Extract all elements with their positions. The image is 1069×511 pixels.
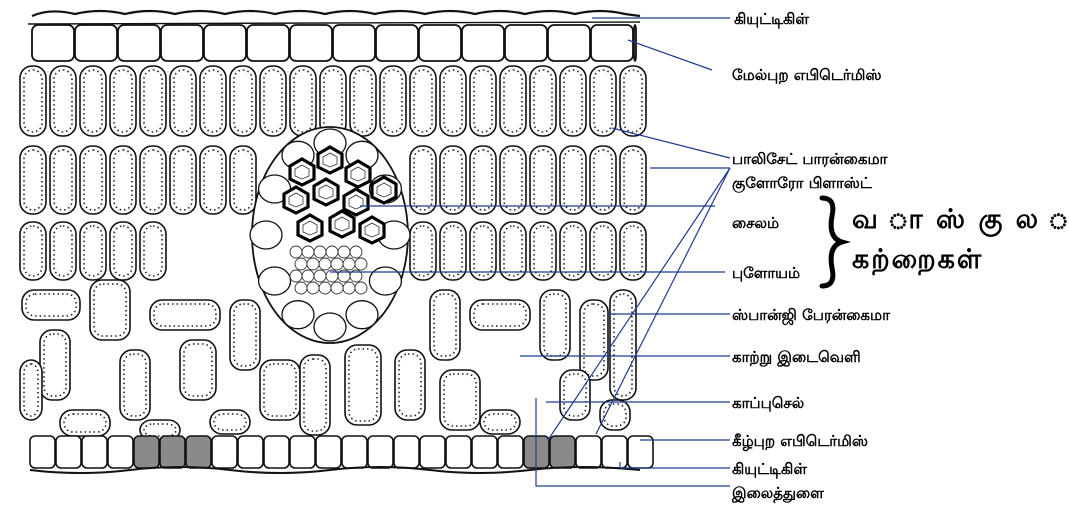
- lower-epidermis-cell: [316, 436, 341, 468]
- lower-epidermis-cell: [212, 436, 237, 468]
- lower-epidermis-cell: [576, 436, 601, 468]
- label-phloem: புளோயம்: [732, 264, 800, 282]
- label-upper-epidermis: மேல்புற எபிடெர்மிஸ்: [732, 66, 881, 84]
- cell: [180, 340, 216, 400]
- phloem-cell: [338, 246, 350, 258]
- label-lower-epidermis: கீழ்புற எபிடெர்மிஸ்: [732, 432, 868, 451]
- label-air-space: காற்று இடைவெளி: [732, 348, 861, 367]
- cell: [20, 360, 42, 420]
- guard-cell: [186, 436, 211, 468]
- epidermis-cell: [161, 25, 203, 61]
- label-cuticle-top: கியுட்டிகிள்: [734, 10, 809, 28]
- epidermis-cell: [32, 25, 74, 61]
- lower-epidermis-cell: [56, 436, 81, 468]
- lower-epidermis-cell: [368, 436, 393, 468]
- cell: [440, 370, 480, 430]
- phloem-cell: [295, 282, 307, 294]
- cell: [345, 345, 381, 425]
- lower-epidermis-cells: [30, 436, 653, 468]
- label-chloroplast: குளோரோ பிளாஸ்ட்: [732, 174, 873, 193]
- phloem-cell: [331, 258, 343, 270]
- epidermis-cell: [548, 25, 590, 61]
- label-palisade: பாலிசேட் பாரன்கைமா: [732, 150, 889, 168]
- phloem-cell: [314, 270, 326, 282]
- label-guard-cell: காப்புசெல்: [732, 394, 804, 412]
- epidermis-cell: [505, 25, 547, 61]
- label-spongy: ஸ்பான்ஜி பேரன்கைமா: [732, 306, 891, 325]
- guard-cell: [160, 436, 185, 468]
- phloem-cell: [355, 258, 367, 270]
- cell: [90, 280, 130, 340]
- phloem-cell: [350, 246, 362, 258]
- epidermis-cell: [290, 25, 332, 61]
- phloem-cell: [343, 258, 355, 270]
- phloem-cell: [302, 246, 314, 258]
- epidermis-cell: [118, 25, 160, 61]
- vascular-bundle-brace: [822, 198, 842, 286]
- lower-epidermis-cell: [420, 436, 445, 468]
- lower-epidermis-cell: [446, 436, 471, 468]
- lower-epidermis-cell: [290, 436, 315, 468]
- sheath-cell: [282, 301, 314, 329]
- phloem-cell: [326, 246, 338, 258]
- label-cuticle-bottom: கியுட்டிகிள்: [732, 460, 807, 478]
- lower-epidermis-cell: [82, 436, 107, 468]
- epidermis-cell: [376, 25, 418, 61]
- lower-epidermis-cell: [394, 436, 419, 468]
- phloem-cell: [307, 258, 319, 270]
- epidermis-cell: [419, 25, 461, 61]
- phloem-cell: [290, 270, 302, 282]
- phloem-cell: [290, 246, 302, 258]
- phloem-cell: [331, 282, 343, 294]
- epidermis-cell: [591, 25, 633, 61]
- sheath-cell: [314, 313, 346, 341]
- label-xylem: சைலம்: [732, 214, 779, 232]
- epidermis-cell: [333, 25, 375, 61]
- sheath-cell: [369, 267, 401, 295]
- guard-cell: [550, 436, 575, 468]
- label-stoma: இலைத்துளை: [731, 484, 824, 503]
- phloem-cell: [314, 246, 326, 258]
- upper-epidermis-cells: [32, 25, 636, 61]
- epidermis-cell: [247, 25, 289, 61]
- phloem-cell: [319, 258, 331, 270]
- lower-epidermis-cell: [472, 436, 497, 468]
- lower-epidermis-cell: [342, 436, 367, 468]
- phloem-cell: [307, 282, 319, 294]
- lower-epidermis-cell: [602, 436, 627, 468]
- label-vascular-line2: கற்றைகள்: [852, 244, 983, 276]
- cell: [210, 410, 250, 434]
- label-vascular-line1: வ ா ஸ் கு ல ா ர்: [852, 204, 1069, 237]
- cell: [260, 360, 300, 420]
- lower-epidermis-cell: [108, 436, 133, 468]
- leaf-tissue-drawing: [20, 11, 653, 473]
- guard-cell: [134, 436, 159, 468]
- sheath-cell: [250, 221, 282, 249]
- cell: [480, 410, 520, 434]
- upper-cuticle: [32, 11, 640, 16]
- sheath-cell: [259, 267, 291, 295]
- phloem-cell: [295, 258, 307, 270]
- lower-epidermis-cell: [238, 436, 263, 468]
- phloem-cell: [319, 282, 331, 294]
- phloem-cell: [343, 282, 355, 294]
- epidermis-cell: [204, 25, 246, 61]
- vascular-bundle-drawing: [250, 127, 410, 343]
- epidermis-cell: [462, 25, 504, 61]
- lower-epidermis-cell: [628, 436, 653, 468]
- sheath-cell: [346, 301, 378, 329]
- phloem-cell: [355, 282, 367, 294]
- lower-epidermis-cell: [498, 436, 523, 468]
- lower-epidermis-cell: [30, 436, 55, 468]
- phloem-cell: [302, 270, 314, 282]
- cell: [600, 400, 630, 430]
- epidermis-cell: [75, 25, 117, 61]
- lower-epidermis-cell: [264, 436, 289, 468]
